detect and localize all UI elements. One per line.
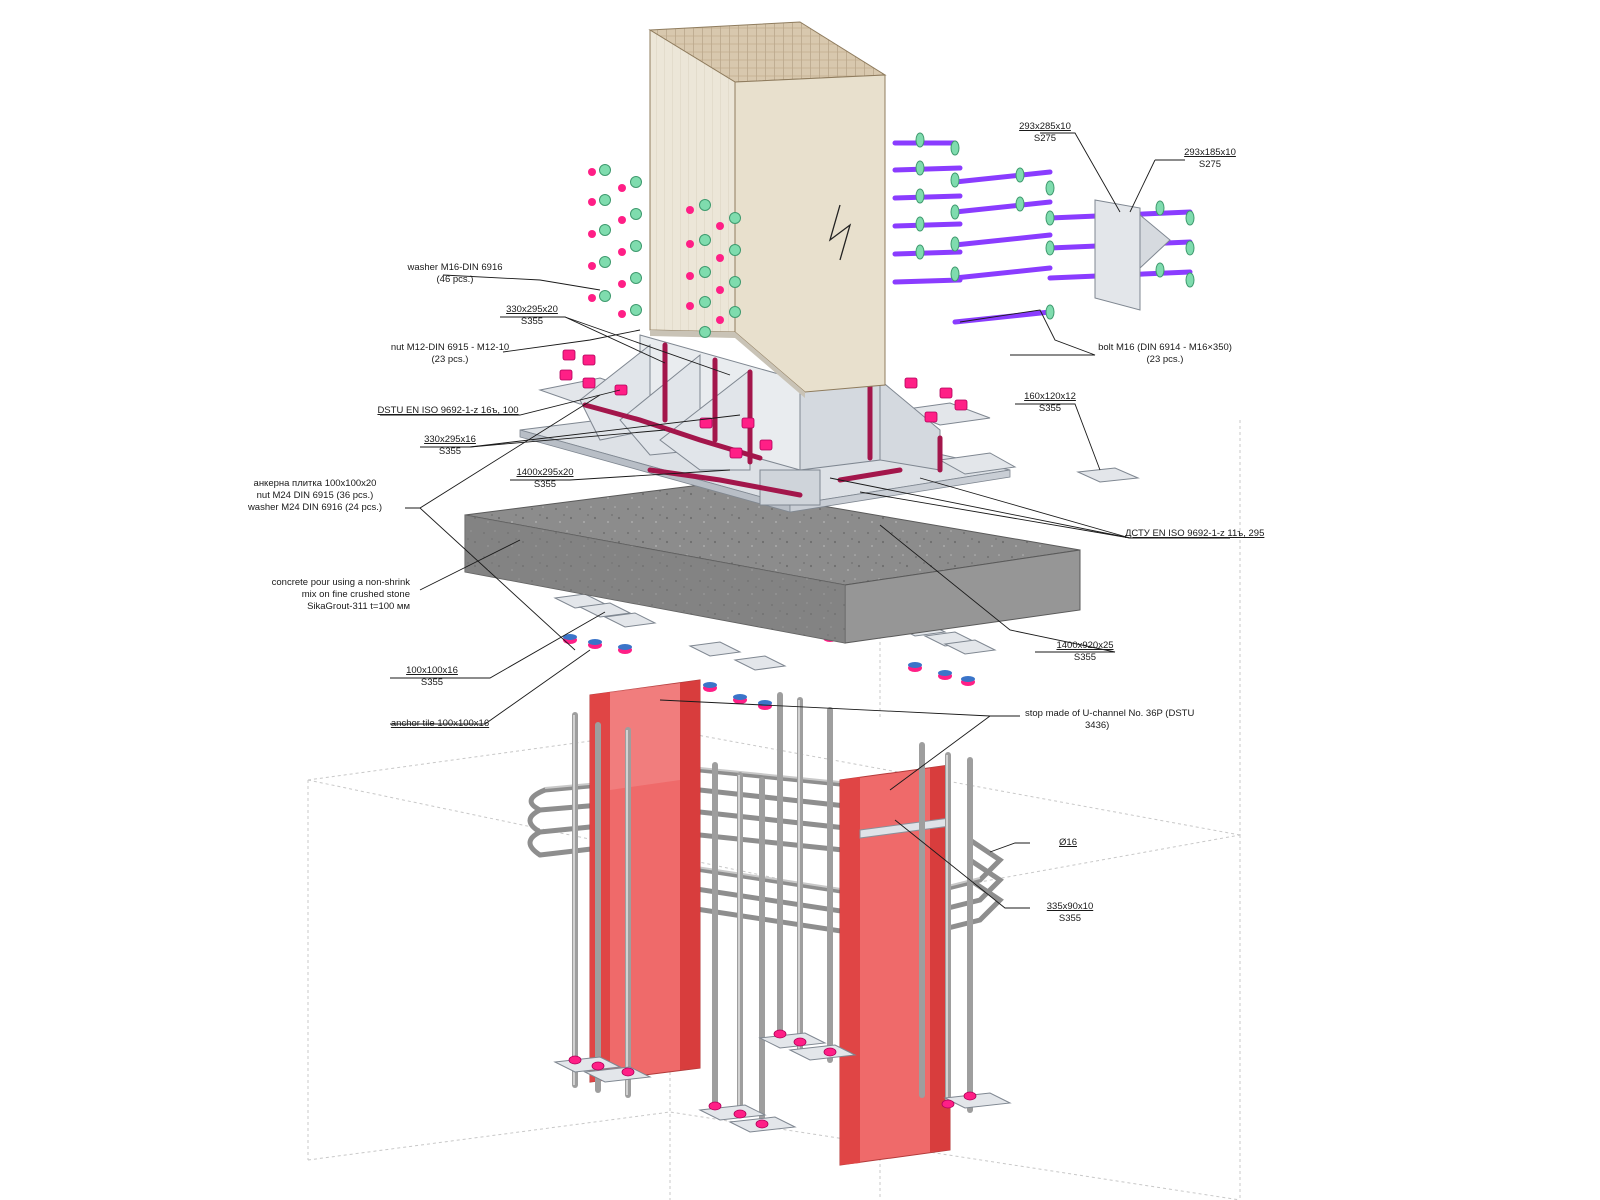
label-bolt-m16: bolt M16 (DIN 6914 - M16×350) (23 pcs.) bbox=[1080, 342, 1250, 366]
floating-nuts bbox=[563, 632, 975, 710]
label-stop-channel: stop made of U-channel No. 36P (DSTU 343… bbox=[1025, 708, 1205, 732]
bottom-nuts bbox=[568, 1029, 977, 1129]
label-size: 100x100x16 bbox=[406, 665, 458, 676]
label-line1: concrete pour using a non-shrink bbox=[271, 577, 410, 588]
label-size: 335x90x10 bbox=[1046, 901, 1094, 912]
label-grade: S355 bbox=[520, 316, 544, 327]
wood-column bbox=[648, 21, 887, 398]
label-size: 160x120x12 bbox=[1024, 391, 1076, 402]
label-plate-1400x920x25: 1400x920x25 S355 bbox=[1040, 640, 1130, 664]
label-plate-293x185: 293x185x10 S275 bbox=[1170, 147, 1250, 171]
label-size: 330x295x16 bbox=[424, 434, 476, 445]
label-plate-335x90x10: 335x90x10 S355 bbox=[1030, 901, 1110, 925]
label-plate-1400x295x20: 1400x295x20 S355 bbox=[505, 467, 585, 491]
label-plate-330x295x20: 330x295x20 S355 bbox=[492, 304, 572, 328]
label-plate-160x120x12: 160x120x12 S355 bbox=[1005, 391, 1095, 415]
label-concrete-pour: concrete pour using a non-shrink mix on … bbox=[250, 577, 410, 613]
label-plate-330x295x16: 330x295x16 S355 bbox=[410, 434, 490, 458]
label-line2: (46 pcs.) bbox=[436, 274, 474, 285]
label-weld-dstu-100: DSTU EN ISO 9692-1-z 16ъ, 100 bbox=[377, 405, 519, 416]
label-plate-293x285: 293x285x10 S275 bbox=[1005, 121, 1085, 145]
label-rebar-d16: Ø16 bbox=[1059, 837, 1077, 848]
label-line1: анкерна плитка 100x100x20 bbox=[253, 478, 377, 489]
label-grade: S275 bbox=[1033, 133, 1057, 144]
leader-lines bbox=[380, 132, 1230, 909]
label-line2: nut M24 DIN 6915 (36 pcs.) bbox=[256, 490, 374, 501]
label-grade: S355 bbox=[1073, 652, 1097, 663]
label-line3: washer M24 DIN 6916 (24 pcs.) bbox=[247, 502, 383, 513]
label-anchor-group: анкерна плитка 100x100x20 nut M24 DIN 69… bbox=[240, 478, 390, 514]
label-line2: (23 pcs.) bbox=[431, 354, 469, 365]
label-grade: S355 bbox=[1038, 403, 1062, 414]
label-nut-m12: nut M12-DIN 6915 - M12-10 (23 pcs.) bbox=[385, 342, 515, 366]
side-plates bbox=[1094, 199, 1171, 311]
label-grade: S355 bbox=[533, 479, 557, 490]
anchor-tiles-floating bbox=[553, 467, 1140, 671]
label-size: 293x185x10 bbox=[1184, 147, 1236, 158]
label-size: 293x285x10 bbox=[1019, 121, 1071, 132]
label-line1: washer M16-DIN 6916 bbox=[407, 262, 503, 273]
label-line1: stop made of U-channel No. 36P (DSTU bbox=[1025, 708, 1195, 719]
label-size: 1400x920x25 bbox=[1056, 640, 1114, 651]
top-nuts bbox=[559, 349, 968, 459]
u-channel-right bbox=[839, 764, 951, 1166]
label-grade: S275 bbox=[1198, 159, 1222, 170]
anchor-rod-highlights bbox=[573, 700, 948, 1115]
label-size: 330x295x20 bbox=[506, 304, 558, 315]
washers-column-left bbox=[599, 164, 741, 338]
label-line1: bolt M16 (DIN 6914 - M16×350) bbox=[1098, 342, 1232, 353]
label-line2: mix on fine crushed stone bbox=[301, 589, 410, 600]
label-line2: (23 pcs.) bbox=[1146, 354, 1184, 365]
label-line2: 3436) bbox=[1085, 720, 1110, 731]
label-washer-m16: washer M16-DIN 6916 (46 pcs.) bbox=[395, 262, 515, 286]
label-line1: nut M12-DIN 6915 - M12-10 bbox=[390, 342, 510, 353]
nuts-column-left bbox=[588, 168, 724, 324]
u-channel-left bbox=[589, 679, 701, 1083]
label-size: 1400x295x20 bbox=[516, 467, 574, 478]
label-grade: S355 bbox=[438, 446, 462, 457]
label-plate-100x100x16: 100x100x16 S355 bbox=[392, 665, 472, 689]
label-anchor-tile: anchor tile 100x100x16 bbox=[390, 718, 490, 729]
concrete-grout-slab bbox=[464, 484, 1081, 644]
label-line3: SikaGrout-311 t=100 мм bbox=[307, 601, 410, 612]
label-grade: S355 bbox=[1058, 913, 1082, 924]
label-weld-dstu-295: ДСТУ EN ISO 9692-1-z 11ъ, 295 bbox=[1125, 528, 1265, 539]
label-grade: S355 bbox=[420, 677, 444, 688]
bolt-washers bbox=[915, 132, 1195, 320]
